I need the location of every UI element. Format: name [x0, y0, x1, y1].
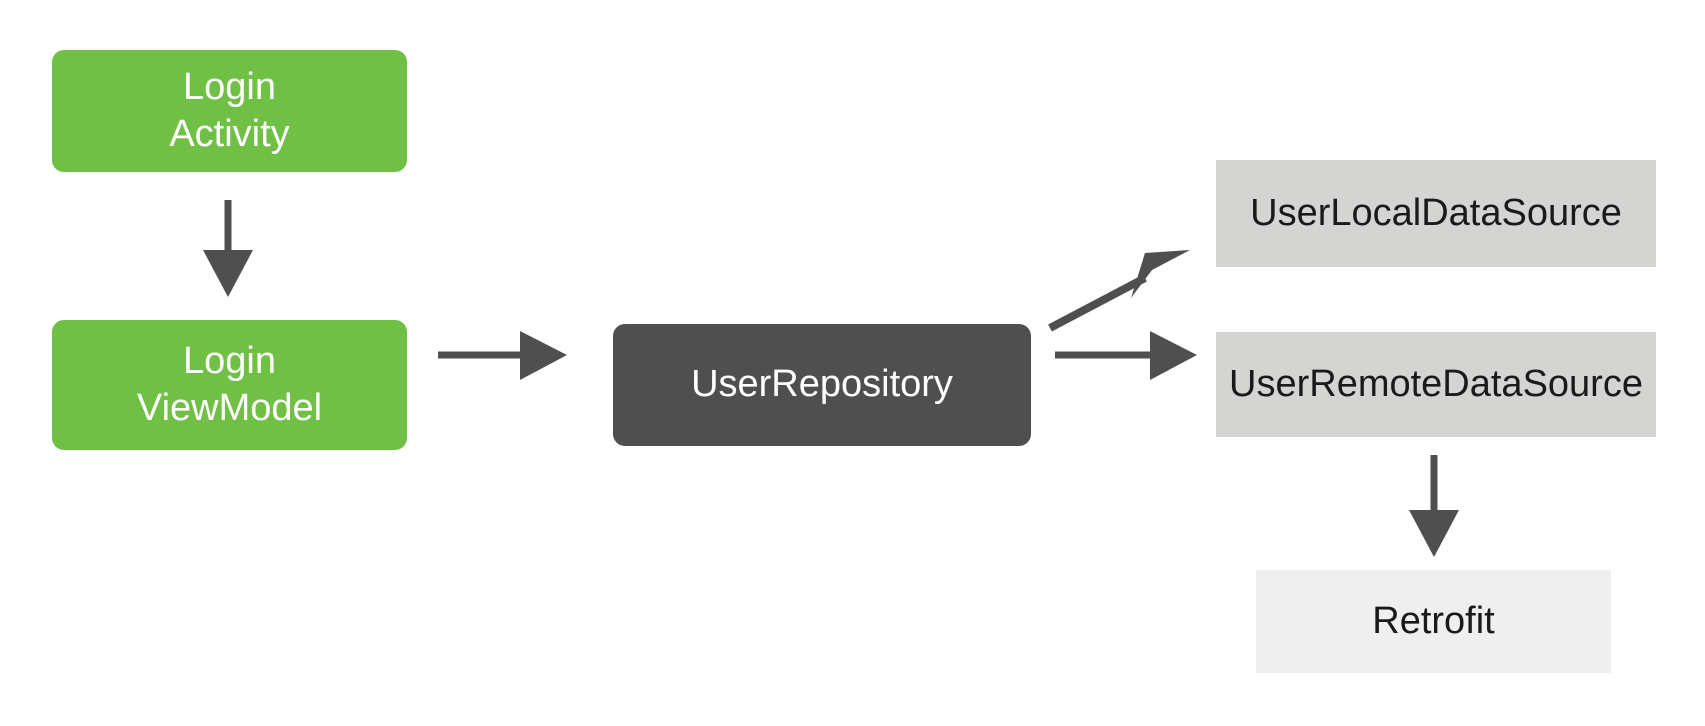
node-user-remote-data-source[interactable]: UserRemoteDataSource — [1216, 332, 1656, 437]
node-login-activity[interactable]: Login Activity — [52, 50, 407, 172]
edge-viewmodel-to-repository — [438, 331, 567, 380]
node-user-repository[interactable]: UserRepository — [613, 324, 1031, 446]
edge-remote-to-retrofit — [1409, 455, 1459, 557]
node-login-viewmodel[interactable]: Login ViewModel — [52, 320, 407, 450]
edge-repository-to-local — [1048, 250, 1190, 332]
node-retrofit[interactable]: Retrofit — [1256, 570, 1611, 673]
node-user-local-data-source[interactable]: UserLocalDataSource — [1216, 160, 1656, 267]
edge-repository-to-remote — [1055, 331, 1197, 380]
edge-activity-to-viewmodel — [203, 200, 253, 297]
